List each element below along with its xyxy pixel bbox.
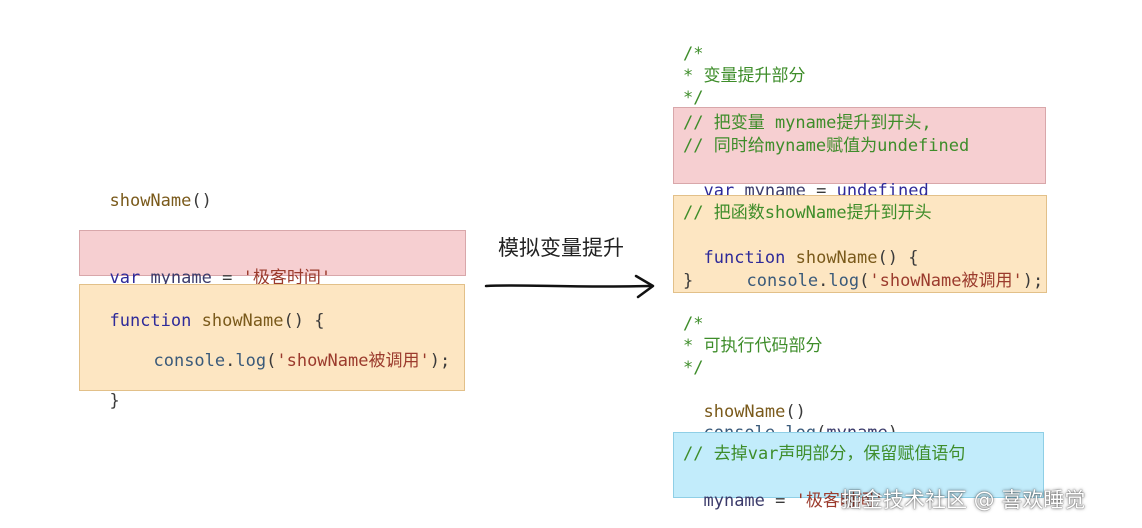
close-paren-semicolon: ); [1022, 271, 1044, 291]
parens-brace: () { [283, 311, 325, 331]
function-hoist-declaration: function showName() { [683, 225, 918, 269]
hoist-comment-open: /* [683, 44, 704, 64]
close-paren-semicolon: ); [429, 351, 451, 371]
close-brace: } [109, 391, 120, 411]
console-object: console [153, 351, 226, 371]
function-name: showName [109, 191, 192, 211]
left-showname-call: showName() [89, 168, 212, 212]
function-name: showName [703, 402, 786, 422]
exec-comment-title: * 可执行代码部分 [683, 336, 823, 356]
watermark: 掘金技术社区 @ 喜欢睡觉 [841, 488, 1086, 512]
dot: . [225, 351, 236, 371]
function-hoist-close-brace: } [683, 271, 694, 291]
dot: . [818, 271, 829, 291]
var-hoist-comment-1: // 把变量 myname提升到开头, [683, 113, 932, 133]
assign-operator: = [764, 491, 796, 511]
assign-operator: = [816, 181, 837, 201]
hoist-comment-close: */ [683, 88, 704, 108]
left-function-declaration: function showName() { [89, 288, 324, 332]
assign-operator: = [222, 268, 243, 288]
var-hoist-comment-2: // 同时给myname赋值为undefined [683, 136, 970, 156]
function-name: showName [785, 248, 878, 268]
log-method: log [235, 351, 267, 371]
left-var-declaration-box [79, 230, 466, 276]
function-keyword: function [703, 248, 786, 268]
left-function-close-brace: } [89, 368, 120, 412]
function-name: showName [191, 311, 284, 331]
assignment-comment: // 去掉var声明部分，保留赋值语句 [683, 444, 966, 464]
string-value: '极客时间' [242, 268, 332, 288]
parens: () [785, 402, 806, 422]
exec-showname-call: showName() [683, 379, 806, 423]
string-value: 'showName被调用' [276, 351, 430, 371]
exec-comment-close: */ [683, 358, 704, 378]
assignment-code: myname = '极客时间' [683, 468, 884, 512]
myname-identifier: myname [140, 268, 223, 288]
console-object: console [746, 271, 819, 291]
hoist-comment-title: * 变量提升部分 [683, 66, 806, 86]
left-function-body: console.log('showName被调用'); [133, 328, 450, 372]
myname-identifier: myname [703, 491, 765, 511]
right-var-hoist-box [673, 107, 1046, 184]
left-function-box [79, 284, 465, 391]
function-hoist-body: console.log('showName被调用'); [726, 248, 1043, 292]
var-keyword: var [109, 268, 141, 288]
right-function-hoist-box [673, 195, 1047, 293]
open-paren: ( [859, 271, 870, 291]
parens: () [191, 191, 212, 211]
exec-comment-open: /* [683, 314, 704, 334]
assignment-box [673, 432, 1044, 498]
open-paren: ( [266, 351, 277, 371]
left-var-declaration: var myname = '极客时间' [89, 245, 331, 289]
log-method: log [828, 271, 860, 291]
string-value: 'showName被调用' [869, 271, 1023, 291]
right-arrow-icon [484, 274, 655, 299]
string-value: '极客时间' [795, 491, 885, 511]
function-hoist-comment: // 把函数showName提升到开头 [683, 203, 932, 223]
arrow-label: 模拟变量提升 [498, 236, 624, 260]
function-keyword: function [109, 311, 192, 331]
parens-brace: () { [877, 248, 919, 268]
